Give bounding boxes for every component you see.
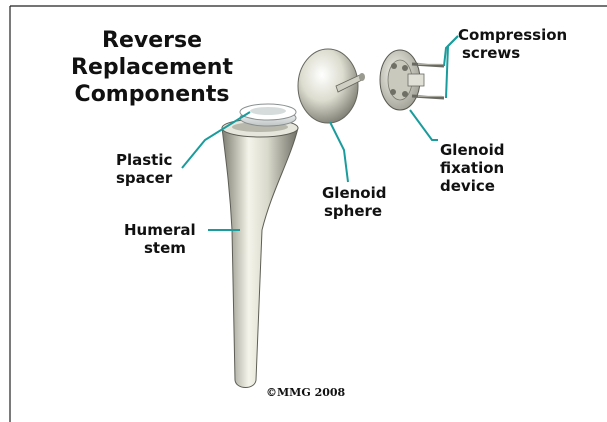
leader-compression-screws [444,36,458,66]
plastic-spacer-illustration [240,104,296,126]
leader-glenoid-sphere [330,122,348,182]
leader-glenoid-fixation [410,110,438,140]
leader-compression-screws-2 [446,36,458,98]
humeral-stem-illustration [222,119,298,388]
label-compression-line-1: Compression [458,26,567,44]
label-plastic-spacer-line-2: spacer [116,169,173,187]
glenoid-sphere-illustration [298,49,365,123]
label-glenoid-sphere-line-1: Glenoid [322,184,387,202]
label-humeral-stem-line-1: Humeral [124,221,196,239]
glenoid-fixation-illustration [380,50,424,110]
title-line-1: Reverse [102,28,202,53]
title-line-2: Replacement [71,55,233,80]
label-glenoid-fixation-line-2: fixation [440,159,504,177]
label-compression-line-2: screws [462,44,520,62]
copyright-notice: ©MMG 2008 [266,386,346,399]
label-glenoid-fixation-line-1: Glenoid [440,141,505,159]
label-plastic-spacer-line-1: Plastic [116,151,172,169]
label-glenoid-fixation-line-3: device [440,177,495,195]
label-glenoid-sphere-line-2: sphere [324,202,382,220]
title-line-3: Components [75,82,230,107]
label-humeral-stem-line-2: stem [144,239,186,257]
